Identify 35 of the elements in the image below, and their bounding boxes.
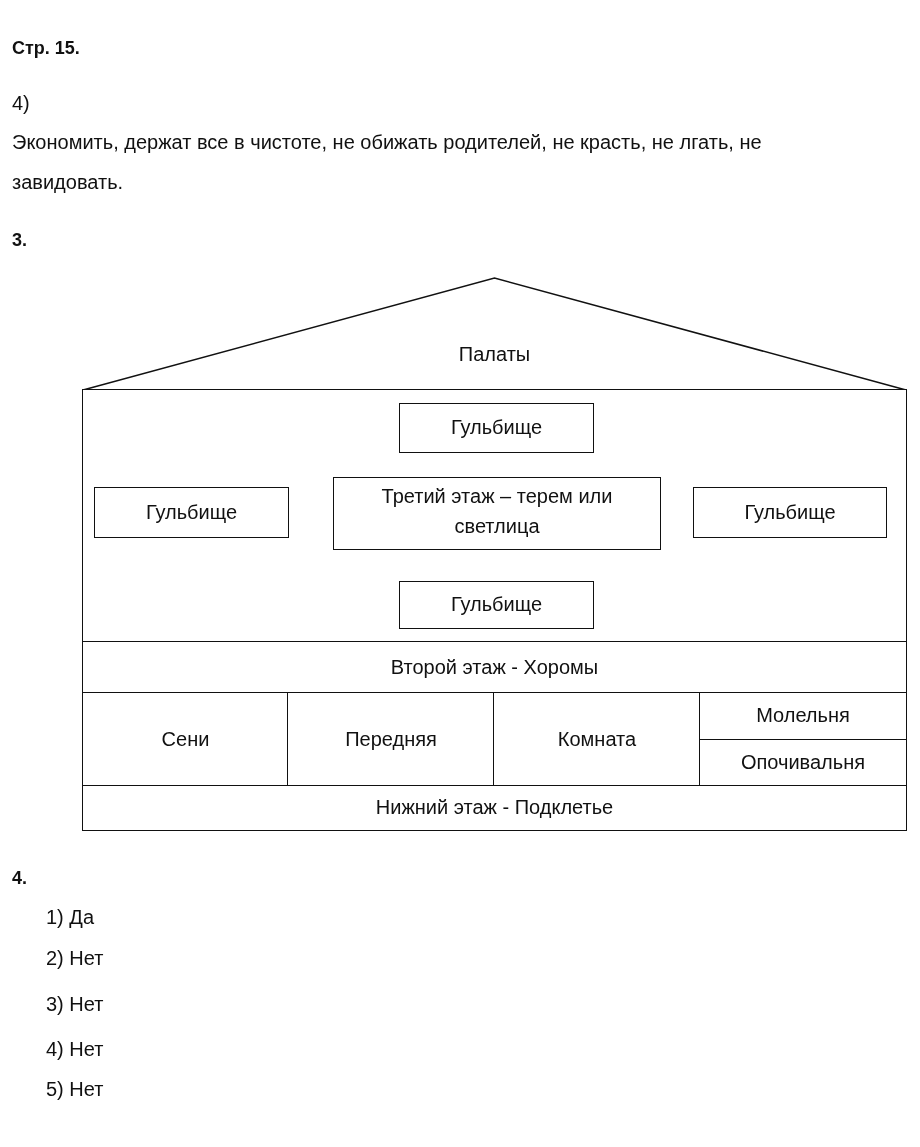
room-label: Молельня (755, 702, 851, 728)
room-label: Опочивальня (739, 749, 867, 775)
room-label: Гульбище (449, 591, 544, 617)
answer-text: 5) Нет (46, 1077, 105, 1102)
answer-text: 1) Да (46, 905, 95, 930)
room-label: Комната (556, 726, 638, 751)
room-box (399, 403, 594, 453)
answer-text: 4) Нет (46, 1037, 105, 1062)
room-label: Гульбище (743, 499, 837, 525)
answer-paragraph: Экономить, держат все в чистоте, не обижать родителей, не красть, не лгать, не завидовать. (12, 130, 763, 195)
section-heading: 4. (12, 867, 28, 890)
floor-cell (699, 739, 907, 787)
section-heading: 3. (12, 229, 28, 252)
room-label: Гульбище (449, 414, 544, 440)
room-label: Гульбище (144, 499, 239, 525)
floor-cell (287, 692, 495, 787)
answer-text: 4) (12, 91, 31, 116)
floor-cell (82, 692, 289, 787)
answer-text: 3) Нет (46, 992, 105, 1017)
room-label: Палаты (457, 342, 532, 367)
floor-cell (699, 692, 907, 740)
room-label: Нижний этаж - Подклетье (374, 794, 615, 820)
room-box (94, 487, 289, 538)
room-box (693, 487, 887, 538)
room-label: Сени (160, 726, 211, 751)
room-label: Передняя (344, 726, 438, 752)
answer-text: 2) Нет (46, 946, 105, 971)
section-heading: Стр. 15. (12, 37, 81, 60)
room-box (399, 581, 594, 629)
room-box (333, 477, 661, 550)
floor-cell (493, 692, 701, 787)
floor-cell (82, 785, 907, 831)
floor-cell (82, 641, 907, 694)
room-label: Второй этаж - Хоромы (389, 654, 600, 680)
room-label: Третий этаж – терем или светлица (380, 483, 614, 539)
